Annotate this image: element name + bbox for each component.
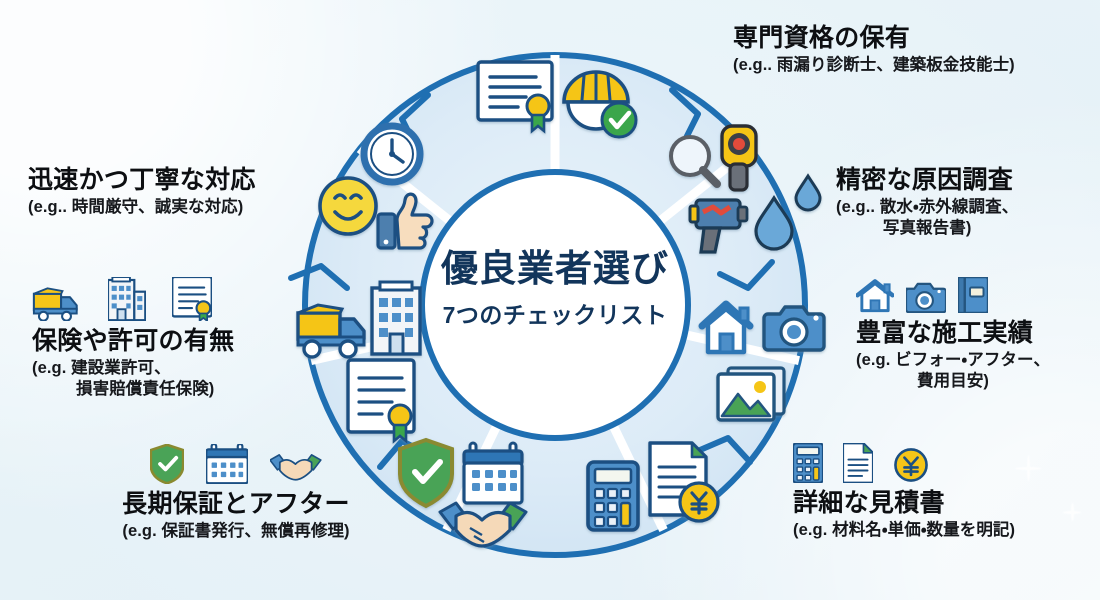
label-responsiveness[interactable]: 迅速かつ丁寧な対応 (e.g.. 時間厳守、誠実な対応)	[28, 166, 256, 218]
label-warranty-title: 長期保証とアフター	[122, 490, 350, 518]
house-icon	[856, 279, 894, 313]
calendar-icon	[206, 444, 248, 484]
album-icon	[958, 277, 988, 313]
label-track-record-example: (e.g. ビフォー・アフター、 費用目安)	[856, 351, 1051, 391]
label-investigation[interactable]: 精密な原因調査 (e.g.. 散水・赤外線調査、 写真報告書)	[836, 166, 1018, 240]
shield-check-icon	[150, 444, 184, 484]
label-qualification-example: (e.g.. 雨漏り診断士、建築板金技能士)	[733, 56, 1015, 74]
label-insurance-icons	[32, 277, 234, 321]
label-track-record-icons	[856, 277, 1050, 313]
label-insurance[interactable]: 保険や許可の有無 (e.g. 建設業許可、 損害賠償責任保険)	[32, 277, 234, 401]
label-track-record-title: 豊富な施工実績	[856, 319, 1034, 347]
label-track-record[interactable]: 豊富な施工実績 (e.g. ビフォー・アフター、 費用目安)	[856, 277, 1050, 393]
document-icon	[843, 443, 873, 483]
label-investigation-title: 精密な原因調査	[836, 166, 1014, 194]
segment-icons-qualification	[476, 60, 638, 139]
label-insurance-example: (e.g. 建設業許可、 損害賠償責任保険)	[32, 359, 215, 399]
segment-icons-responsiveness	[318, 122, 434, 250]
label-warranty-example: (e.g. 保証書発行、無償再修理)	[122, 522, 350, 540]
label-insurance-title: 保険や許可の有無	[32, 327, 235, 355]
label-qualification[interactable]: 専門資格の保有 (e.g.. 雨漏り診断士、建築板金技能士)	[733, 24, 1015, 76]
label-responsiveness-title: 迅速かつ丁寧な対応	[28, 166, 256, 194]
certificate-icon	[172, 277, 212, 321]
label-warranty[interactable]: 長期保証とアフター (e.g. 保証書発行、無償再修理)	[86, 444, 386, 542]
segment-icons-estimate	[586, 441, 720, 532]
label-estimate-title: 詳細な見積書	[793, 489, 945, 517]
segment-icons-track-record	[698, 300, 826, 422]
camera-icon	[906, 282, 946, 313]
segment-icons-investigation	[669, 124, 822, 254]
label-qualification-title: 専門資格の保有	[733, 24, 911, 52]
wheel-ring	[302, 52, 808, 558]
label-estimate-example: (e.g. 材料名・単価・数量を明記)	[793, 521, 1016, 539]
handshake-icon	[270, 454, 322, 481]
label-warranty-icons	[86, 444, 386, 484]
segment-icons-insurance	[296, 280, 422, 444]
segment-icons-warranty	[398, 437, 528, 548]
label-estimate[interactable]: 詳細な見積書 (e.g. 材料名・単価・数量を明記)	[793, 443, 1015, 541]
truck-icon	[32, 287, 78, 321]
yen-coin-icon	[894, 448, 928, 482]
building-icon	[108, 277, 146, 321]
label-responsiveness-example: (e.g.. 時間厳守、誠実な対応)	[28, 198, 244, 216]
label-investigation-example: (e.g.. 散水・赤外線調査、 写真報告書)	[836, 198, 1019, 238]
calculator-icon	[793, 443, 823, 483]
label-estimate-icons	[793, 443, 1015, 483]
